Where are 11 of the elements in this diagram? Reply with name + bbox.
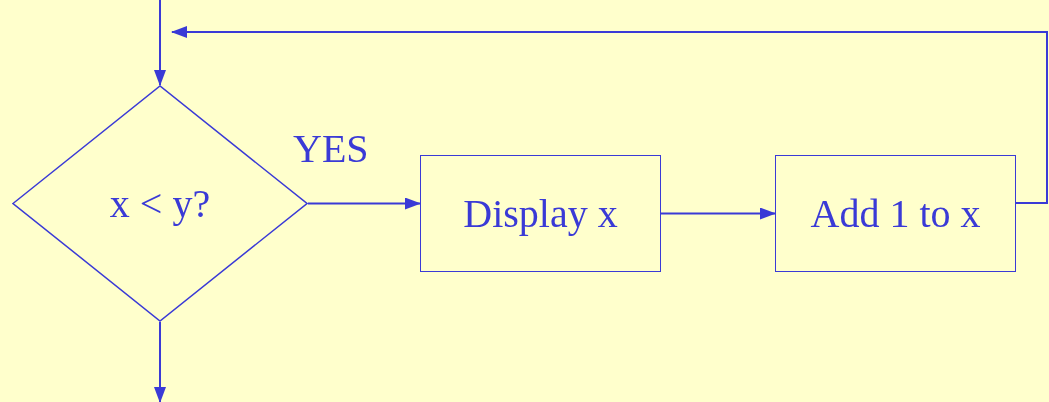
node-label: x < y? bbox=[109, 180, 211, 227]
process-box bbox=[775, 155, 1016, 272]
process-box bbox=[420, 155, 661, 272]
arrow bbox=[660, 207, 776, 220]
edge-label: YES bbox=[293, 128, 369, 169]
arrow bbox=[154, 321, 166, 402]
arrow bbox=[154, 0, 166, 86]
node-label: Add 1 to x bbox=[810, 190, 981, 237]
arrow bbox=[307, 197, 421, 210]
node-label: Display x bbox=[463, 190, 618, 237]
arrow bbox=[171, 26, 1048, 204]
